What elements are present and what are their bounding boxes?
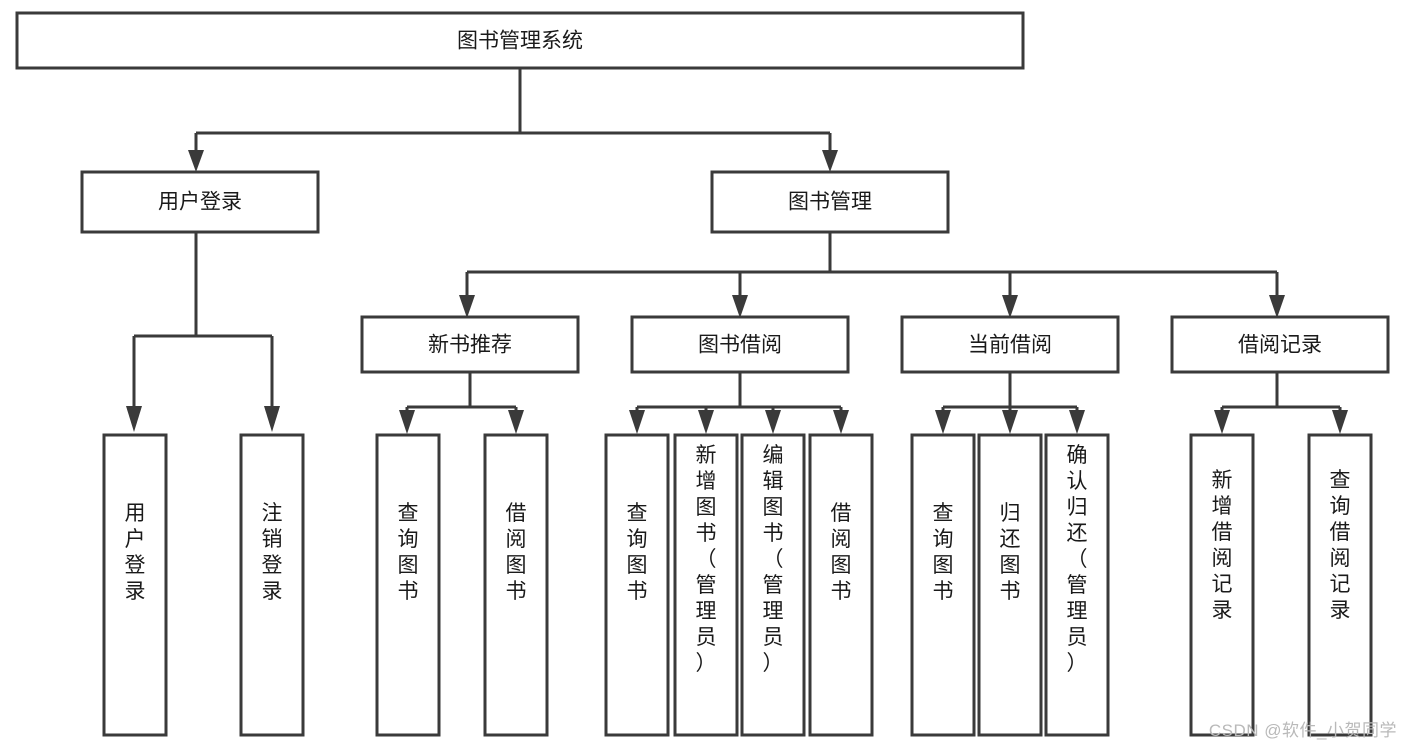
- arrow-head-leaf-query-book-1: [399, 410, 415, 434]
- node-borrow-record-label: 借阅记录: [1238, 334, 1322, 357]
- node-leaf-add-book[interactable]: 新增图书（管理员）: [673, 433, 739, 737]
- arrow-head-leaf-return-book: [1002, 410, 1018, 434]
- arrow-head-leaf-query-book-3: [935, 410, 951, 434]
- node-leaf-query-book-3[interactable]: 查询图书: [910, 433, 976, 737]
- node-leaf-query-book-3-label: 查询图书: [933, 502, 954, 603]
- node-new-book-recommend-box[interactable]: [360, 315, 580, 374]
- node-leaf-query-book-2-box[interactable]: [604, 433, 670, 737]
- arrow-head-leaf-add-record: [1214, 410, 1230, 434]
- node-new-book-recommend-label: 新书推荐: [428, 334, 512, 357]
- node-book-borrow[interactable]: 图书借阅: [630, 315, 850, 374]
- csdn-watermark: CSDN @软件_小贺同学: [1208, 721, 1397, 740]
- node-current-borrow-box[interactable]: [900, 315, 1120, 374]
- node-leaf-return-book-label: 归还图书: [1000, 502, 1021, 603]
- connectors: [126, 68, 1348, 434]
- node-user-login[interactable]: 用户登录: [80, 170, 320, 234]
- arrow-head-book-manage: [822, 150, 838, 172]
- node-leaf-borrow-book-1-label: 借阅图书: [506, 502, 527, 603]
- node-new-book-recommend[interactable]: 新书推荐: [360, 315, 580, 374]
- node-leaf-logout-login-box[interactable]: [239, 433, 305, 737]
- arrow-head-leaf-logout-login: [264, 406, 280, 432]
- node-user-login-label: 用户登录: [158, 191, 242, 214]
- arrow-head-leaf-edit-book: [765, 410, 781, 434]
- arrow-head-leaf-query-book-2: [629, 410, 645, 434]
- node-root-box[interactable]: [15, 11, 1025, 70]
- node-borrow-record[interactable]: 借阅记录: [1170, 315, 1390, 374]
- node-leaf-add-book-box[interactable]: [673, 433, 739, 737]
- node-leaf-user-login-box[interactable]: [102, 433, 168, 737]
- node-leaf-query-book-3-box[interactable]: [910, 433, 976, 737]
- node-leaf-return-book-box[interactable]: [977, 433, 1043, 737]
- node-leaf-query-book-1-label: 查询图书: [398, 502, 419, 603]
- node-book-borrow-label: 图书借阅: [698, 334, 782, 357]
- arrow-head-leaf-query-record: [1332, 410, 1348, 434]
- node-leaf-borrow-book-2-box[interactable]: [808, 433, 874, 737]
- node-leaf-confirm-return[interactable]: 确认归还（管理员）: [1044, 433, 1110, 737]
- node-book-manage-box[interactable]: [710, 170, 950, 234]
- node-leaf-query-book-2[interactable]: 查询图书: [604, 433, 670, 737]
- node-leaf-edit-book-label: 编辑图书（管理员）: [763, 444, 784, 675]
- node-leaf-query-record[interactable]: 查询借阅记录: [1307, 433, 1373, 737]
- node-leaf-query-record-box[interactable]: [1307, 433, 1373, 737]
- arrow-head-user-login: [188, 150, 204, 172]
- node-leaf-borrow-book-1[interactable]: 借阅图书: [483, 433, 549, 737]
- node-leaf-logout-login[interactable]: 注销登录: [239, 433, 305, 737]
- node-leaf-add-record-label: 新增借阅记录: [1212, 469, 1233, 622]
- arrow-head-leaf-borrow-book-1: [508, 410, 524, 434]
- node-leaf-confirm-return-box[interactable]: [1044, 433, 1110, 737]
- node-leaf-borrow-book-1-box[interactable]: [483, 433, 549, 737]
- node-root[interactable]: 图书管理系统: [15, 11, 1025, 70]
- arrow-head-leaf-user-login: [126, 406, 142, 432]
- node-book-borrow-box[interactable]: [630, 315, 850, 374]
- node-leaf-return-book[interactable]: 归还图书: [977, 433, 1043, 737]
- arrow-head-current-borrow: [1002, 295, 1018, 318]
- node-leaf-add-record-box[interactable]: [1189, 433, 1255, 737]
- node-book-manage[interactable]: 图书管理: [710, 170, 950, 234]
- node-leaf-borrow-book-2[interactable]: 借阅图书: [808, 433, 874, 737]
- node-leaf-edit-book[interactable]: 编辑图书（管理员）: [740, 433, 806, 737]
- node-borrow-record-box[interactable]: [1170, 315, 1390, 374]
- node-leaf-user-login[interactable]: 用户登录: [102, 433, 168, 737]
- node-leaf-query-record-label: 查询借阅记录: [1330, 469, 1351, 622]
- arrow-head-leaf-confirm-return: [1069, 410, 1085, 434]
- node-book-manage-label: 图书管理: [788, 191, 872, 214]
- arrow-head-new-book-recommend: [459, 295, 475, 318]
- arrow-head-leaf-borrow-book-2: [833, 410, 849, 434]
- node-leaf-edit-book-box[interactable]: [740, 433, 806, 737]
- node-leaf-add-book-label: 新增图书（管理员）: [696, 444, 717, 675]
- arrow-head-leaf-add-book: [698, 410, 714, 434]
- node-leaf-logout-login-label: 注销登录: [262, 502, 283, 603]
- node-current-borrow-label: 当前借阅: [968, 334, 1052, 357]
- node-root-label: 图书管理系统: [457, 30, 583, 53]
- arrow-head-book-borrow: [732, 295, 748, 318]
- node-leaf-query-book-1-box[interactable]: [375, 433, 441, 737]
- node-leaf-confirm-return-label: 确认归还（管理员）: [1067, 444, 1088, 675]
- node-leaf-query-book-2-label: 查询图书: [627, 502, 648, 603]
- node-current-borrow[interactable]: 当前借阅: [900, 315, 1120, 374]
- node-leaf-user-login-label: 用户登录: [125, 502, 146, 603]
- node-leaf-borrow-book-2-label: 借阅图书: [831, 502, 852, 603]
- node-leaf-query-book-1[interactable]: 查询图书: [375, 433, 441, 737]
- node-user-login-box[interactable]: [80, 170, 320, 234]
- arrow-head-borrow-record: [1269, 295, 1285, 318]
- node-leaf-add-record[interactable]: 新增借阅记录: [1189, 433, 1255, 737]
